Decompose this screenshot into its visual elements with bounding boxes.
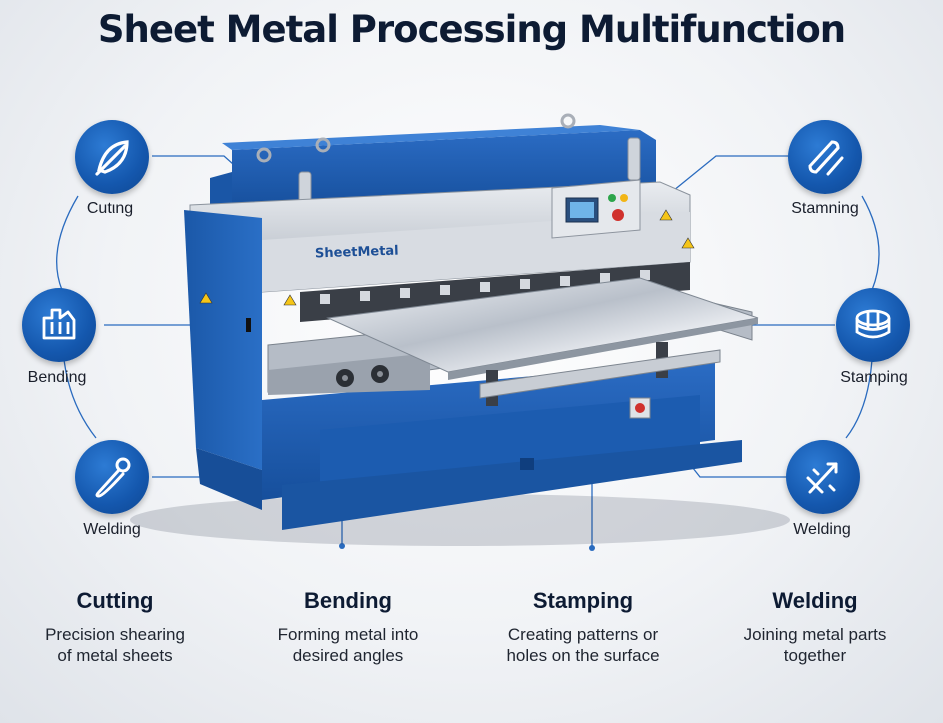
feature-description-line: Precision shearing (45, 625, 185, 644)
cutting-icon (95, 140, 129, 176)
machine-base (196, 360, 742, 530)
feature-description-line: of metal sheets (57, 646, 173, 665)
feature-description-line: holes on the surface (506, 646, 660, 665)
welding-torch-icon-label: Welding (83, 521, 141, 538)
feature-description-line: desired angles (292, 646, 404, 665)
feature-title: Stamping (532, 588, 634, 613)
stamning-icon (808, 140, 844, 176)
feature-title: Bending (304, 588, 392, 613)
feature-description-line: Creating patterns or (507, 625, 659, 644)
stamping-icon (855, 309, 891, 339)
machine-brand-label: SheetMetal (314, 243, 399, 262)
feature-description-line: Joining metal parts (743, 625, 887, 644)
feature-description-line: Forming metal into (277, 625, 419, 644)
welding-icon-circle (786, 440, 860, 514)
bending-icon-label: Bending (27, 369, 87, 386)
feature-title: Cutting (76, 588, 154, 613)
bending-icon (42, 308, 76, 340)
welding-icon (806, 462, 838, 494)
feature-cutting: Cutting Precision shearing of metal shee… (0, 588, 230, 666)
cutting-icon-label: Cutιng (86, 200, 134, 217)
cutting-icon-circle (75, 120, 149, 194)
stamning-icon-circle (788, 120, 862, 194)
welding-icon-label: Welding (793, 521, 851, 538)
feature-description-line: together (783, 646, 847, 665)
feature-stamping: Stamping Creating patterns or holes on t… (468, 588, 698, 666)
feature-welding: Welding Joining metal parts together (700, 588, 930, 666)
stamning-icon-label: Stamning (791, 200, 859, 217)
control-panel (551, 179, 641, 239)
welding-torch-icon (95, 457, 131, 498)
feature-title: Welding (772, 588, 858, 613)
left-side-panel (184, 210, 262, 470)
stamping-icon-circle (836, 288, 910, 362)
page-title: Sheet Metal Processing Multifunction (97, 8, 846, 51)
bending-icon-circle (22, 288, 96, 362)
stamping-icon-label: Stamping (840, 369, 908, 386)
feature-bending: Bending Forming metal into desired angle… (233, 588, 463, 666)
welding-torch-icon-circle (75, 440, 149, 514)
